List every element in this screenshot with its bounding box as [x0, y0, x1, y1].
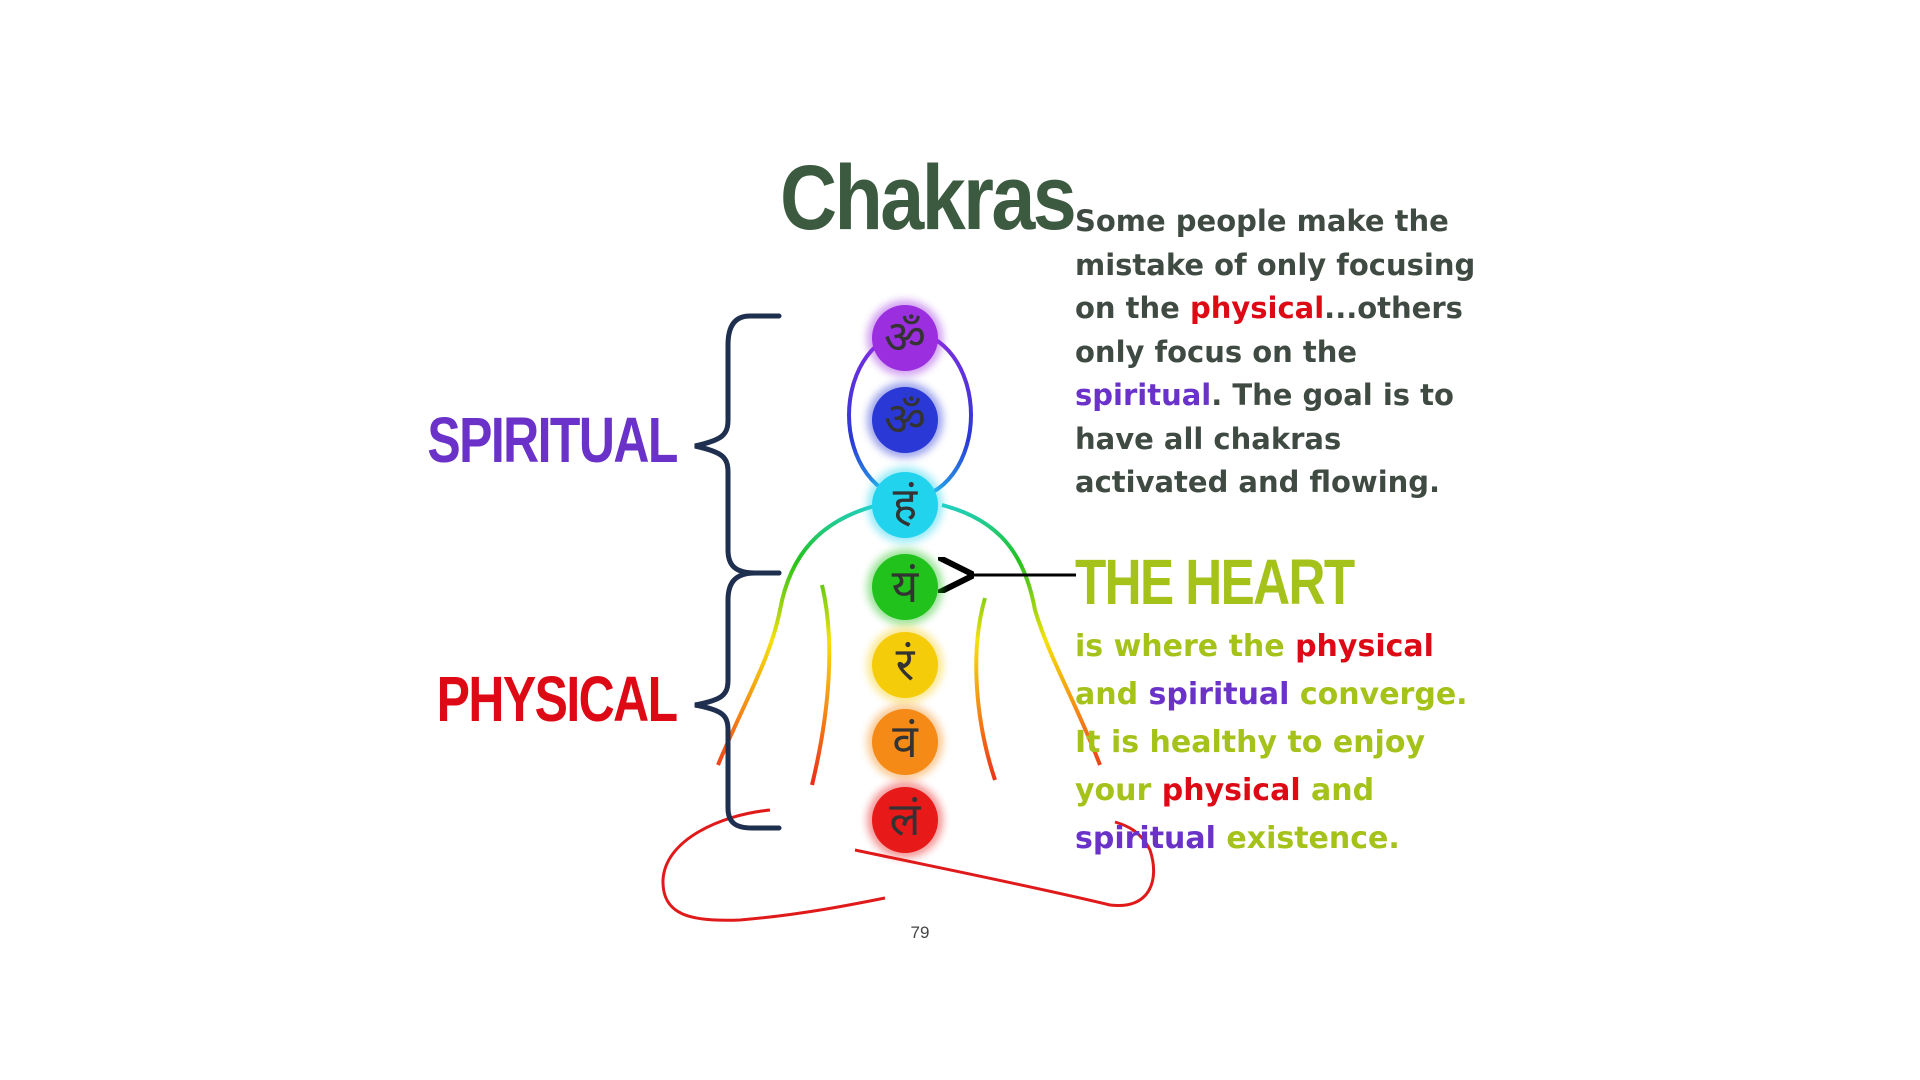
chakra-throat: हं — [867, 467, 943, 543]
chakra-circle — [872, 787, 938, 853]
right-torso-line — [974, 597, 997, 781]
chakra-symbol: ॐ — [884, 310, 926, 364]
right-arm-outline — [941, 503, 1102, 766]
chakra-root: लं — [867, 782, 943, 858]
heart-text: existence. — [1215, 821, 1400, 856]
spiritual-label: SPIRITUAL — [427, 404, 679, 476]
legs-outline — [661, 808, 886, 922]
spiritual-word: spiritual — [1075, 821, 1216, 856]
chakra-third-eye: ॐ — [867, 382, 943, 458]
chakra-symbol: हं — [893, 477, 919, 531]
left-arm-outline — [716, 503, 879, 766]
chakra-column: ॐॐ हं यं रं वं लं — [867, 300, 943, 858]
legs-outline-right — [854, 820, 1156, 908]
intro-paragraph: Some people make the mistake of only foc… — [1075, 200, 1495, 505]
physical-word: physical — [1295, 629, 1434, 664]
physical-label: PHYSICAL — [437, 663, 678, 735]
spiritual-word: spiritual — [1075, 378, 1212, 412]
heart-paragraph: is where the physical and spiritual conv… — [1075, 623, 1495, 863]
heart-text: converge. It is healthy to enjoy your — [1075, 677, 1468, 808]
physical-word: physical — [1189, 291, 1325, 325]
chakra-circle — [872, 709, 938, 775]
intro-text: ...others only focus on the — [1075, 291, 1463, 369]
chakra-symbol: यं — [892, 559, 920, 613]
intro-text: Some people make the mistake of only foc… — [1075, 204, 1476, 325]
chakra-circle — [872, 472, 938, 538]
physical-word: physical — [1161, 773, 1301, 808]
chakra-symbol: रं — [896, 637, 916, 691]
heart-text: and — [1075, 677, 1149, 712]
page-number: 79 — [910, 923, 930, 942]
chakra-solar-plexus: रं — [867, 627, 943, 703]
chakra-symbol: ॐ — [884, 392, 926, 446]
heart-heading: THE HEART — [1075, 546, 1355, 618]
physical-bracket — [694, 570, 782, 831]
chakra-symbol: वं — [892, 714, 919, 768]
intro-text: . The goal is to have all chakras activa… — [1075, 378, 1454, 499]
heart-text: is where the — [1075, 629, 1296, 664]
spiritual-bracket — [694, 313, 782, 576]
chakra-circle — [872, 387, 938, 453]
chakra-heart: यं — [867, 549, 943, 625]
left-torso-line — [810, 584, 832, 786]
chakra-circle — [872, 554, 938, 620]
chakra-circle — [872, 632, 938, 698]
chakra-symbol: लं — [889, 792, 921, 846]
chakra-crown: ॐ — [867, 300, 943, 376]
chakra-circle — [872, 305, 938, 371]
heart-text: and — [1300, 773, 1375, 808]
spiritual-word: spiritual — [1148, 677, 1290, 712]
chakra-sacral: वं — [867, 704, 943, 780]
page-title: Chakras — [780, 147, 1077, 249]
